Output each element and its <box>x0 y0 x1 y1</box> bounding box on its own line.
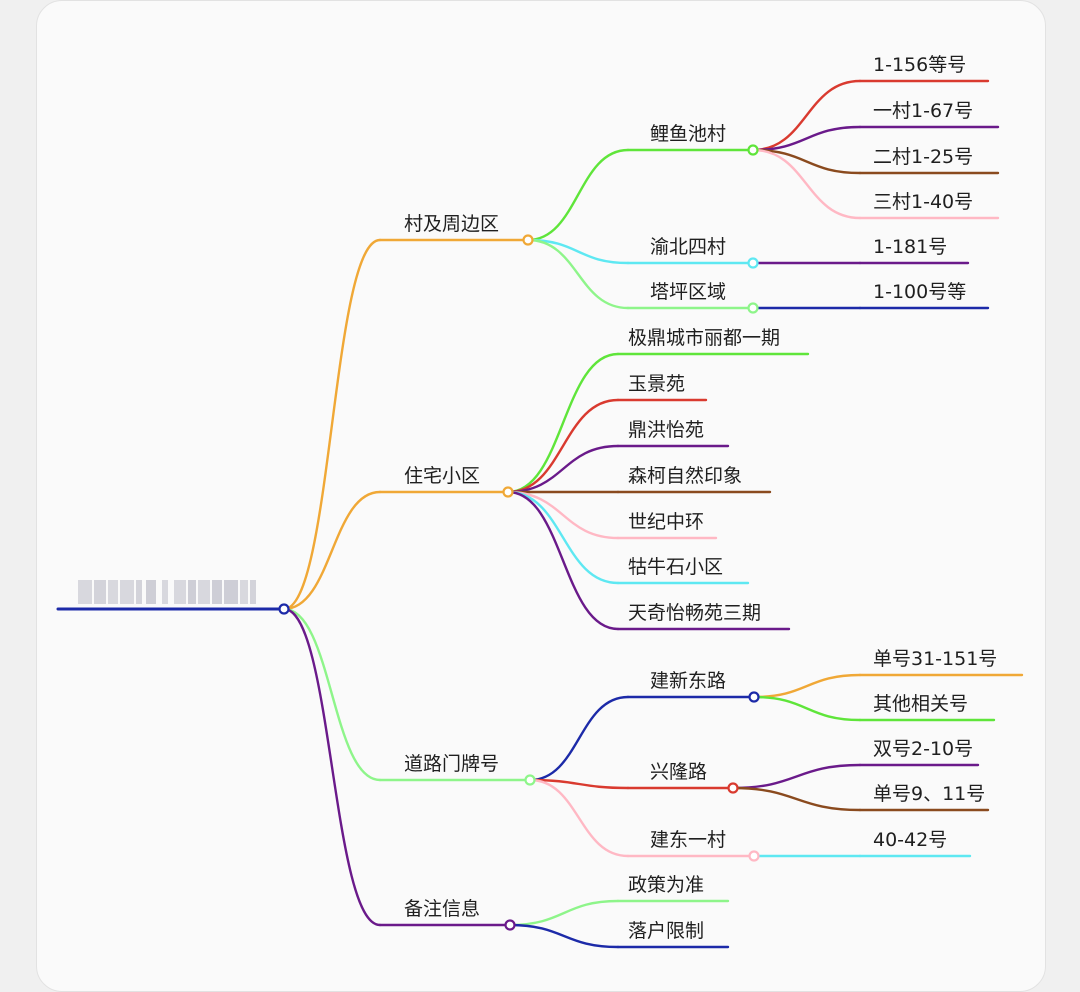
leaf-label: 单号9、11号 <box>873 783 985 805</box>
leaf-connector <box>506 444 620 494</box>
leaf-label: 天奇怡畅苑三期 <box>628 602 761 624</box>
subtopic-node[interactable] <box>747 144 759 156</box>
subtopic-connector <box>526 238 630 265</box>
root-title-redacted <box>78 580 256 604</box>
leaf-connector <box>731 786 862 812</box>
leaf-label: 牯牛石小区 <box>628 556 723 578</box>
subtopic-connector <box>528 778 630 858</box>
leaf-connector <box>506 490 620 631</box>
leaf-connector <box>752 673 862 699</box>
leaf-label: 1-181号 <box>873 236 947 258</box>
subtopic-node[interactable] <box>748 850 760 862</box>
branch-label: 道路门牌号 <box>404 753 499 775</box>
branch-node[interactable] <box>504 919 516 931</box>
leaf-label: 鼎洪怡苑 <box>628 419 704 441</box>
leaf-connector <box>506 352 620 494</box>
subtopic-label: 塔坪区域 <box>650 281 726 303</box>
leaf-connector <box>731 763 862 790</box>
leaf-connector <box>751 148 862 220</box>
leaf-label: 政策为准 <box>628 874 704 896</box>
subtopic-label: 渝北四村 <box>650 236 726 258</box>
leaf-label: 双号2-10号 <box>873 738 973 760</box>
leaf-label: 单号31-151号 <box>873 648 997 670</box>
subtopic-node[interactable] <box>748 691 760 703</box>
branch-node[interactable] <box>524 774 536 786</box>
leaf-label: 三村1-40号 <box>873 191 973 213</box>
leaf-connector <box>506 490 620 540</box>
leaf-label: 极鼎城市丽都一期 <box>628 327 780 349</box>
leaf-label: 一村1-67号 <box>873 100 973 122</box>
branch-label: 住宅小区 <box>404 465 480 487</box>
leaf-label: 二村1-25号 <box>873 146 973 168</box>
leaf-connector <box>751 125 862 152</box>
leaf-connector <box>508 899 620 927</box>
branch-connector <box>282 607 382 927</box>
subtopic-connector <box>526 148 630 242</box>
subtopic-label: 鲤鱼池村 <box>650 123 726 145</box>
leaf-label: 其他相关号 <box>873 693 968 715</box>
leaf-label: 世纪中环 <box>628 511 704 533</box>
leaf-label: 1-156等号 <box>873 54 966 76</box>
subtopic-node[interactable] <box>747 257 759 269</box>
subtopic-node[interactable] <box>747 302 759 314</box>
branch-node[interactable] <box>502 486 514 498</box>
subtopic-node[interactable] <box>727 782 739 794</box>
label-layer: 村及周边区 鲤鱼池村 1-156等号一村1-67号二村1-25号三村1-40号渝北四… <box>78 54 997 942</box>
root-node[interactable] <box>278 603 290 615</box>
leaf-connector <box>752 695 862 722</box>
subtopic-connector <box>528 695 630 782</box>
subtopic-label: 建新东路 <box>650 670 726 692</box>
leaf-label: 落户限制 <box>628 920 704 942</box>
leaf-connector <box>751 79 862 152</box>
leaf-connector <box>506 490 620 585</box>
leaf-label: 1-100号等 <box>873 281 966 303</box>
subtopic-connector <box>528 778 630 790</box>
leaf-connector <box>506 398 620 494</box>
branch-connector <box>282 607 382 782</box>
leaf-label: 森柯自然印象 <box>628 465 742 487</box>
node-layer <box>278 144 760 931</box>
branch-node[interactable] <box>522 234 534 246</box>
subtopic-connector <box>526 238 630 310</box>
branch-connector <box>282 490 382 611</box>
branch-label: 备注信息 <box>404 898 480 920</box>
subtopic-label: 建东一村 <box>650 829 726 851</box>
branch-label: 村及周边区 <box>404 213 499 235</box>
leaf-label: 40-42号 <box>873 829 947 851</box>
leaf-connector <box>751 148 862 175</box>
leaf-label: 玉景苑 <box>628 373 685 395</box>
subtopic-label: 兴隆路 <box>650 761 707 783</box>
mind-map: 村及周边区 鲤鱼池村 1-156等号一村1-67号二村1-25号三村1-40号渝北四… <box>56 54 1024 949</box>
connector-layer <box>56 79 1024 949</box>
branch-connector <box>282 238 382 611</box>
leaf-connector <box>508 923 620 949</box>
mindmap-card <box>36 0 1046 992</box>
